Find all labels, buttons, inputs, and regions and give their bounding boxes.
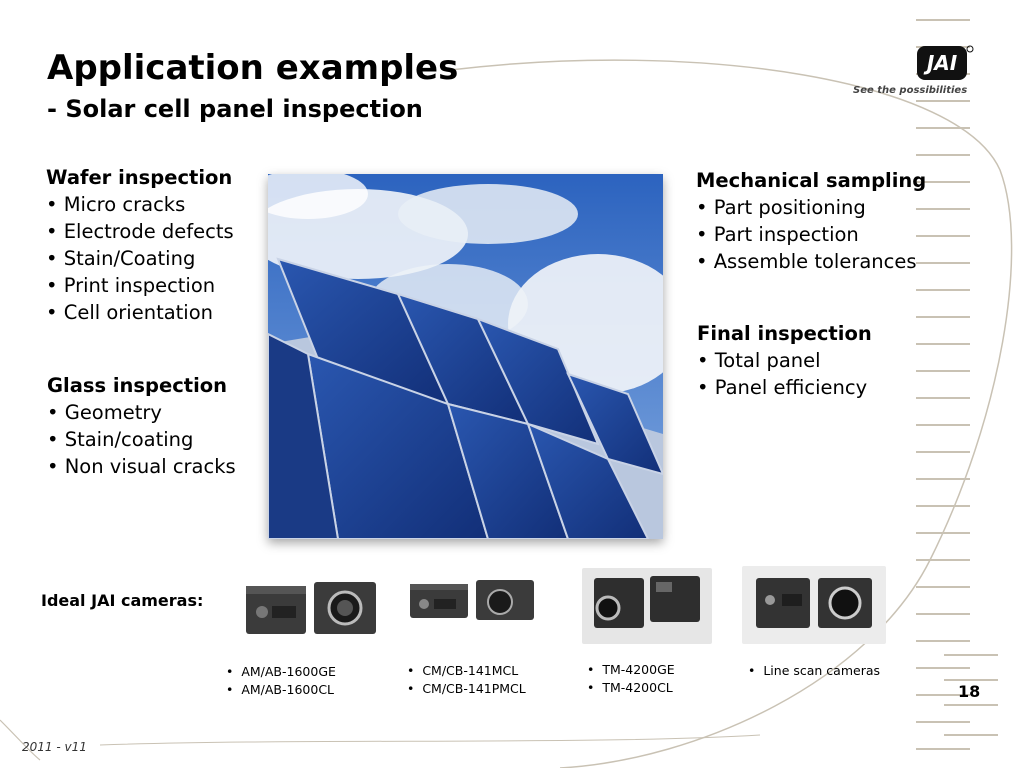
page-title: Application examples [47,48,459,88]
mechanical-heading: Mechanical sampling [696,169,927,192]
list-item: Electrode defects [46,218,234,245]
list-item: Stain/coating [47,426,236,453]
glass-heading: Glass inspection [47,374,228,397]
list-item: Assemble tolerances [696,248,926,275]
list-item: Geometry [47,399,236,426]
jai-logo: JAI [916,44,974,80]
list-item: Stain/Coating [46,245,234,272]
version-label: 2011 - v11 [22,740,87,754]
camera-group-4: Line scan cameras [748,662,880,680]
list-item: Print inspection [46,272,234,299]
solar-panel-photo [248,169,688,540]
list-item: TM-4200GE [587,661,674,679]
wafer-heading: Wafer inspection [46,166,233,189]
list-item: CM/CB-141MCL [407,662,526,680]
camera-image-am-ab-1600 [242,574,380,654]
list-item: Cell orientation [46,299,234,326]
page-subtitle: - Solar cell panel inspection [47,95,423,123]
list-item: CM/CB-141PMCL [407,680,525,698]
camera-image-cm-cb-141 [404,566,540,644]
camera-image-line-scan [742,566,886,644]
camera-group-3: TM-4200GE TM-4200CL [587,661,675,697]
final-inspection-block: Final inspection Total panel Panel effic… [697,320,872,401]
list-item: Line scan cameras [748,662,880,680]
list-item: Non visual cracks [47,453,236,480]
camera-group-1: AM/AB-1600GE AM/AB-1600CL [226,663,336,699]
wafer-inspection-block: Wafer inspection Micro cracks Electrode … [46,164,234,326]
page-number: 18 [958,682,981,701]
list-item: Panel efficiency [697,374,872,401]
jai-logo-mark-icon: JAI [917,45,974,80]
list-item: TM-4200CL [587,679,675,697]
list-item: Part positioning [696,194,926,221]
camera-image-tm-4200 [582,568,712,644]
list-item: AM/AB-1600CL [226,681,336,699]
list-item: Micro cracks [46,191,234,218]
list-item: Part inspection [696,221,926,248]
mechanical-sampling-block: Mechanical sampling Part positioning Par… [696,167,926,275]
glass-inspection-block: Glass inspection Geometry Stain/coating … [47,372,236,480]
svg-text:JAI: JAI [923,51,958,75]
list-item: AM/AB-1600GE [226,663,336,681]
final-heading: Final inspection [697,322,872,345]
camera-group-2: CM/CB-141MCL CM/CB-141PMCL [407,662,526,698]
ideal-cameras-label: Ideal JAI cameras: [41,591,204,610]
logo-slogan: See the possibilities [853,85,968,96]
list-item: Total panel [697,347,872,374]
